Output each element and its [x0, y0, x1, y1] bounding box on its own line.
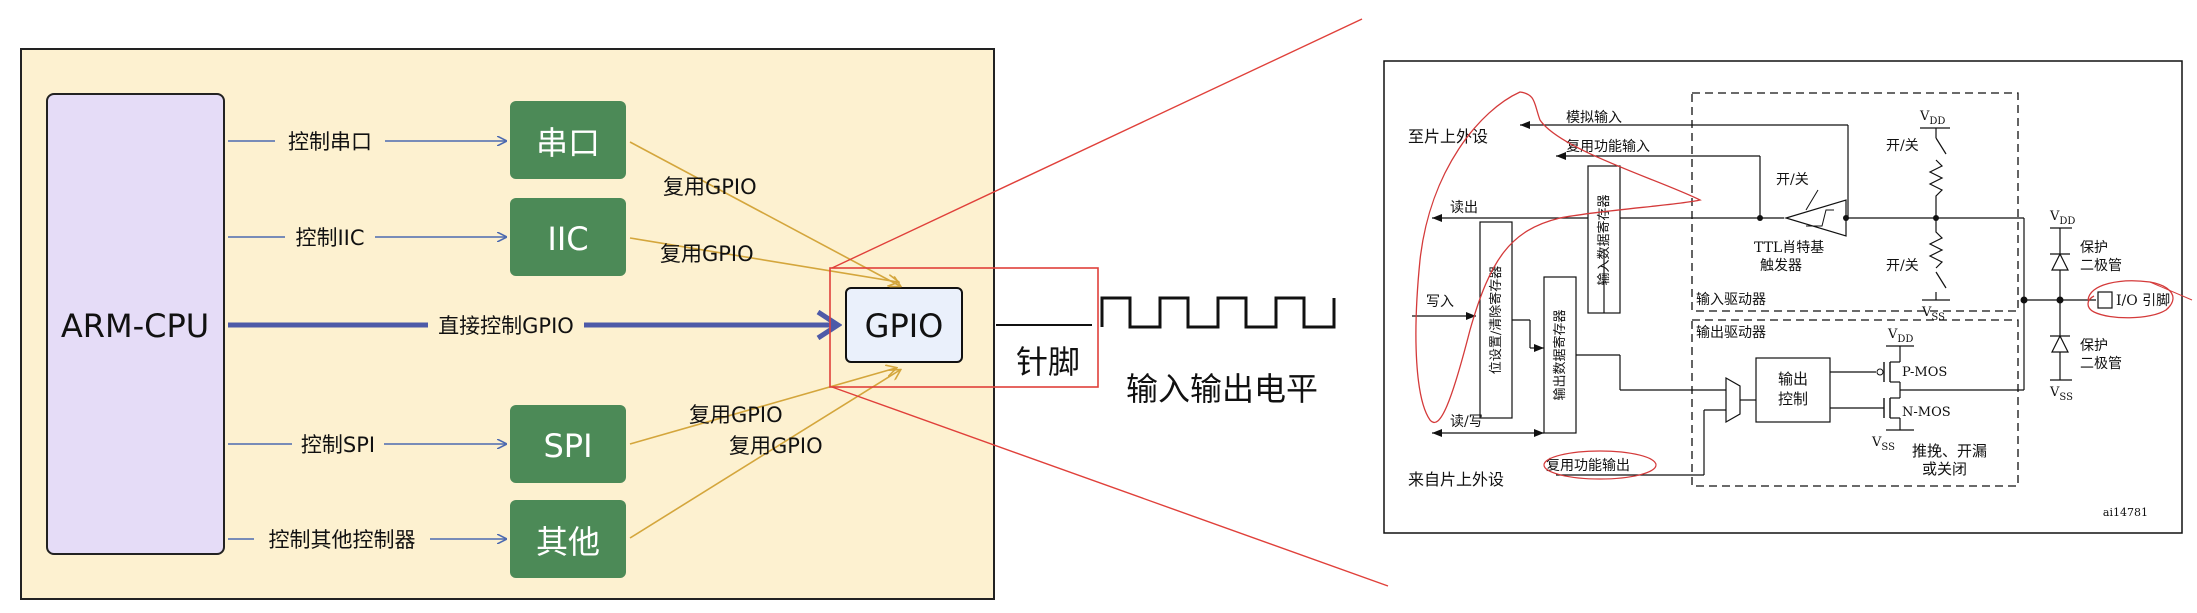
protect-bottom-line2: 二极管 [2080, 356, 2122, 372]
pullup-switch-label: 开/关 [1886, 138, 1919, 154]
zoom-line-top [831, 18, 1363, 269]
other-module-label: 其他 [536, 523, 600, 561]
protection-diode-bottom [2051, 334, 2069, 353]
protect-top-line1: 保护 [2080, 240, 2108, 256]
nmos-label: N-MOS [1902, 405, 1951, 420]
output-driver-box [1691, 319, 2019, 487]
output-control-line2: 控制 [1778, 390, 1808, 408]
uart-mux-label: 复用GPIO [663, 175, 757, 199]
pmos-label: P-MOS [1902, 365, 1947, 380]
figure-ref: ai14781 [2103, 506, 2148, 519]
uart-module [510, 101, 626, 179]
ttl-label-line2: 触发器 [1760, 258, 1802, 274]
gpio-structure-diagram: 输入驱动器 输出驱动器 至片上外设 来自片上外设 模拟输入 复用功能输入 读出 … [1383, 60, 2193, 534]
bsrr-register [1479, 221, 1513, 419]
pmos-vdd-label: VDD [1887, 327, 1913, 345]
uart-module-label: 串口 [536, 124, 600, 162]
pulldown-switch-label: 开/关 [1886, 258, 1919, 274]
af-output-annotation [1543, 450, 1657, 480]
bsrr-label: 位设置/清除寄存器 [1488, 266, 1504, 374]
iic-control-label: 控制IIC [295, 226, 364, 250]
iic-mux-arrow [629, 237, 898, 282]
af-input-label: 复用功能输入 [1566, 138, 1650, 155]
spi-mux-label: 复用GPIO [689, 403, 783, 427]
io-pin-annotation [2087, 280, 2174, 319]
pin-label: 针脚 [1016, 343, 1080, 381]
zoom-line-bottom [831, 386, 1389, 587]
other-mux-label: 复用GPIO [729, 434, 823, 458]
mode-line2: 或关闭 [1922, 460, 1967, 478]
spi-module-label: SPI [543, 427, 592, 465]
other-control-label: 控制其他控制器 [269, 528, 416, 552]
gpio-highlight-box [829, 267, 1099, 388]
output-control-line1: 输出 [1778, 370, 1808, 388]
peripheral-annotation [1415, 91, 1702, 424]
input-driver-label: 输入驱动器 [1696, 292, 1766, 308]
gpio-block [845, 287, 963, 363]
direct-control-label: 直接控制GPIO [438, 314, 574, 338]
output-driver-label: 输出驱动器 [1696, 325, 1766, 341]
spi-module [510, 405, 626, 483]
level-label: 输入输出电平 [1126, 370, 1318, 408]
vss-top-label: VSS [1921, 305, 1945, 323]
read-write-label: 读/写 [1450, 413, 1483, 430]
analog-input-label: 模拟输入 [1566, 110, 1622, 126]
spi-control-label: 控制SPI [301, 433, 375, 457]
level-waveform [1100, 296, 1336, 329]
mode-line1: 推挽、开漏 [1912, 442, 1987, 460]
odr-label: 输出数据寄存器 [1552, 309, 1568, 400]
other-mux-arrow [629, 370, 900, 539]
io-pin-box [2097, 291, 2113, 309]
iic-module-label: IIC [547, 220, 588, 258]
uart-control-label: 控制串口 [288, 130, 372, 154]
ttl-on-off-label: 开/关 [1776, 172, 1809, 188]
diode-vss-label: VSS [2049, 385, 2073, 403]
write-label: 写入 [1426, 294, 1454, 310]
structure-frame [1383, 60, 2183, 534]
iic-mux-label: 复用GPIO [660, 242, 754, 266]
output-control-block [1755, 357, 1831, 423]
protection-diode-top [2051, 252, 2069, 271]
cpu-block [46, 93, 225, 555]
diode-vdd-label: VDD [2049, 209, 2075, 227]
spi-mux-arrow [629, 368, 896, 445]
output-mux [1725, 376, 1741, 424]
af-output-label: 复用功能输出 [1546, 457, 1630, 474]
gpio-label: GPIO [865, 307, 944, 345]
nmos-vss-label: VSS [1871, 435, 1895, 453]
other-module [510, 500, 626, 578]
uart-mux-arrow [629, 141, 900, 286]
ttl-label-line1: TTL肖特基 [1754, 239, 1824, 256]
cpu-label: ARM-CPU [61, 307, 209, 345]
vdd-top-label: VDD [1919, 109, 1945, 127]
io-pin-label: I/O 引脚 [2116, 293, 2170, 309]
to-peripheral-label: 至片上外设 [1408, 127, 1488, 146]
idr-label: 输入数据寄存器 [1596, 194, 1612, 285]
from-peripheral-label: 来自片上外设 [1408, 470, 1504, 489]
read-label: 读出 [1450, 199, 1478, 216]
protect-top-line2: 二极管 [2080, 258, 2122, 274]
iic-module [510, 198, 626, 276]
protect-bottom-line1: 保护 [2080, 338, 2108, 354]
